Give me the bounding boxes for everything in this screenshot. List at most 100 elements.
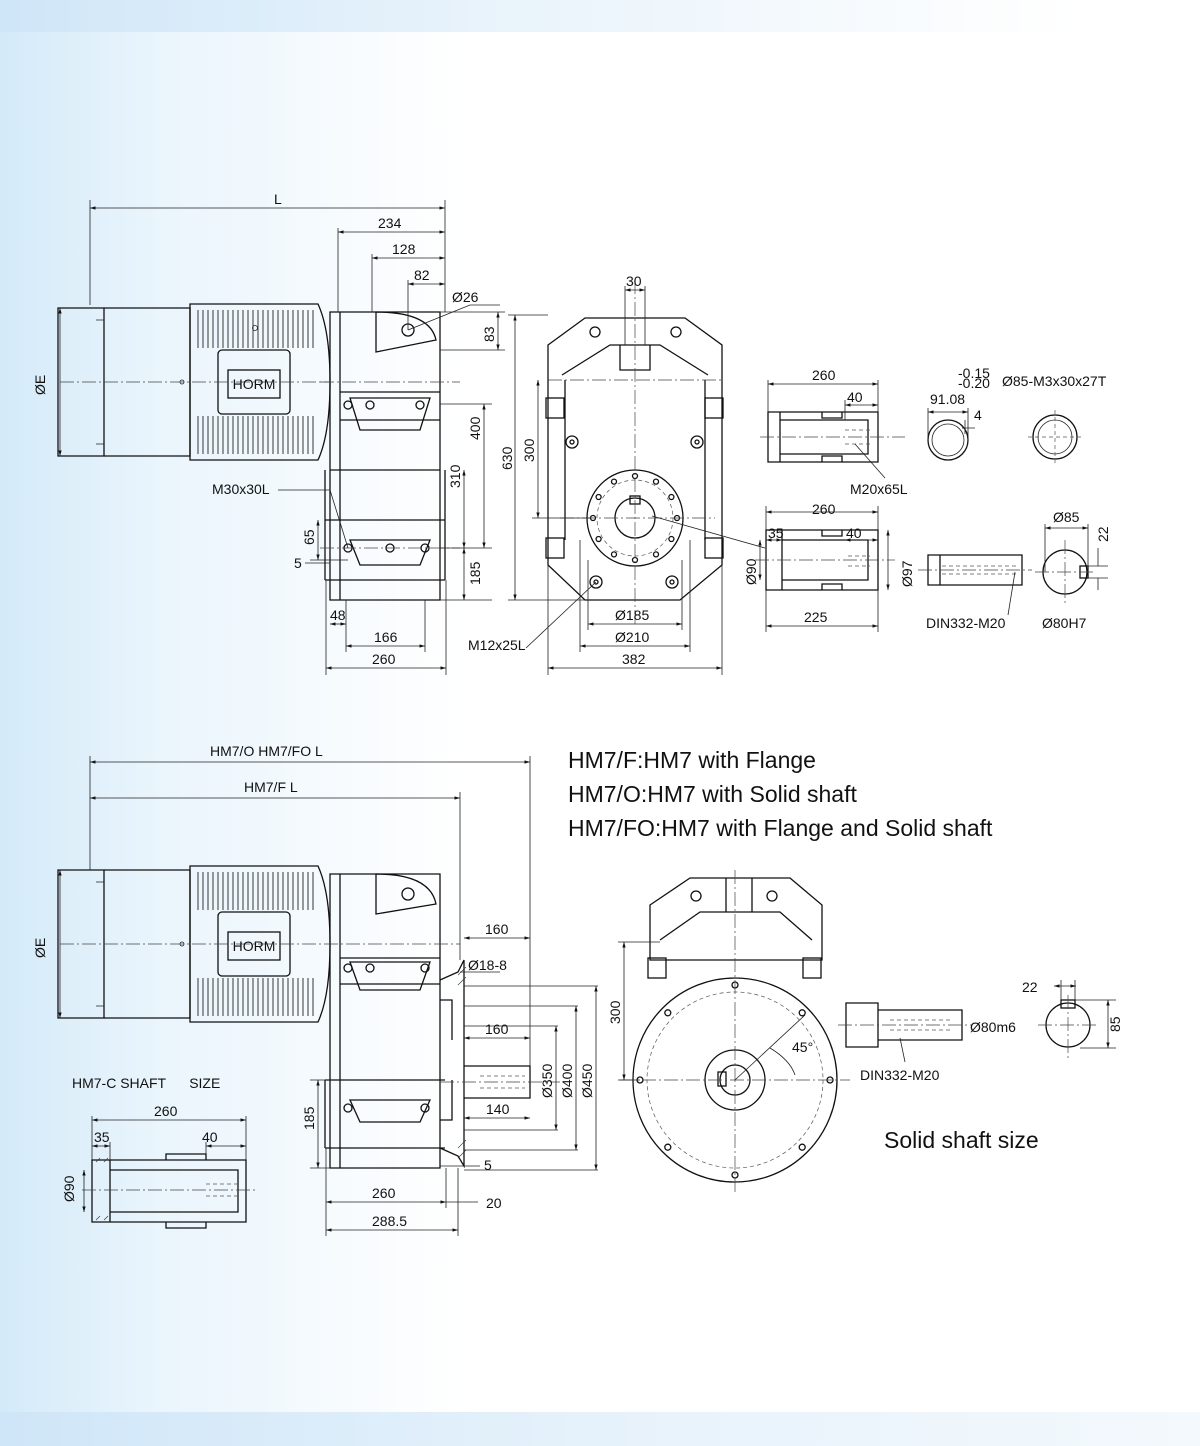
legend-line-2: HM7/O:HM7 with Solid shaft [568,781,857,807]
dim-dia-90: Ø90 [743,558,759,585]
dim-L: L [274,191,282,207]
top-front-view: 30 630 300 Ø185 Ø210 382 M12x25L [468,273,766,675]
legend-line-1: HM7/F:HM7 with Flange [568,747,816,773]
bolt-hole [664,1009,672,1017]
motor-brand-label: HORM [233,376,276,392]
left-gradient [0,32,460,1412]
dim-40-b: 40 [846,525,862,541]
dim-dia-E: ØE [32,375,48,395]
spline-spec: Ø85-M3x30x27T [1002,373,1107,389]
dim-166: 166 [374,629,398,645]
dim-160-b: 160 [485,1021,509,1037]
gearbox-top [60,311,460,601]
dim-260-b: 260 [812,501,836,517]
motor-nameplate [227,369,281,399]
dim-630: 630 [499,446,515,470]
dim-400: 400 [467,416,483,440]
dim-5: 5 [294,555,302,571]
din-332-bottom: DIN332-M20 [860,1067,940,1083]
flange-side-view: HM7/O HM7/FO L HM7/F L ØE 160 Ø18-8 160 … [32,743,598,1236]
c-shaft-title: HM7-C SHAFT SIZE [72,1075,220,1091]
dim-dia-85: Ø85 [1053,509,1080,525]
legend-line-3: HM7/FO:HM7 with Flange and Solid shaft [568,815,993,841]
dim-dia-185: Ø185 [615,607,649,623]
dim-L-o-fo: HM7/O HM7/FO L [210,743,323,759]
dim-260-a: 260 [812,367,836,383]
angle-45: 45° [792,1039,813,1055]
solid-shaft-caption: Solid shaft size [884,1127,1039,1153]
solid-shaft-detail: 22 85 Ø80m6 DIN332-M20 Solid shaft size [838,979,1123,1153]
top-side-view: L ØE 234 128 82 Ø26 83 400 310 185 65 5 … [32,191,505,675]
thread-m20: M20x65L [850,481,908,497]
motor-nameplate-b [227,931,281,961]
dim-4: 4 [974,407,982,423]
dim-dia-350: Ø350 [539,1064,555,1098]
dim-40-a: 40 [847,389,863,405]
dim-260: 260 [372,651,396,667]
tol-lower: -0.20 [958,375,990,391]
dim-35-b: 35 [94,1129,110,1145]
dim-dia-80h7: Ø80H7 [1042,615,1087,631]
dim-22: 22 [1095,526,1111,542]
dim-382: 382 [622,651,646,667]
dim-dia-450: Ø450 [579,1064,595,1098]
dim-260-c: 260 [372,1185,396,1201]
dim-dia-80m6: Ø80m6 [970,1019,1016,1035]
thread-m12: M12x25L [468,637,526,653]
dim-5-b: 5 [484,1157,492,1173]
dim-85-b: 85 [1107,1016,1123,1032]
dim-300: 300 [521,438,537,462]
din-332-top: DIN332-M20 [926,615,1006,631]
dim-234: 234 [378,215,402,231]
bolt-hole [798,1143,806,1151]
bolt-hole [798,1009,806,1017]
dim-140: 140 [486,1101,510,1117]
flange-front-view: 300 45° [607,870,850,1195]
bolt-hole [610,478,618,485]
dim-128: 128 [392,241,416,257]
dim-dia-26: Ø26 [452,289,479,305]
dim-260-d: 260 [154,1103,178,1119]
dim-dia-E-b: ØE [32,938,48,958]
c-shaft-detail: HM7-C SHAFT SIZE 260 35 40 Ø90 [61,1075,256,1229]
bolt-hole [610,551,618,558]
dim-L-f: HM7/F L [244,779,298,795]
dim-185: 185 [467,561,483,585]
dim-82: 82 [414,267,430,283]
dim-225: 225 [804,609,828,625]
top-band [0,0,1200,32]
top-dimensions [58,200,505,675]
model-legend: HM7/F:HM7 with Flange HM7/O:HM7 with Sol… [568,747,993,841]
dim-22-b: 22 [1022,979,1038,995]
dim-65: 65 [301,529,317,545]
bolt-hole [595,535,602,543]
hollow-shaft-details: 260 40 91.08 -0.15 -0.20 4 Ø85-M3x30x27T… [743,365,1111,632]
bolt-hole [652,478,660,485]
bolt-hole [595,493,602,501]
thread-m30: M30x30L [212,481,270,497]
dim-dia-210: Ø210 [615,629,649,645]
dim-300-b: 300 [607,1000,623,1024]
dim-40-c: 40 [202,1129,218,1145]
dim-310: 310 [447,464,463,488]
tol-upper: -0.15 [958,365,990,381]
motor-brand-label-b: HORM [233,938,276,954]
bolt-hole [664,1143,672,1151]
dim-185-b: 185 [301,1106,317,1130]
dim-83: 83 [481,326,497,342]
bottom-band [0,1412,1200,1446]
bolt-hole [668,535,675,543]
dim-dia-90-b: Ø90 [61,1175,77,1202]
bolt-hole [668,493,675,501]
dim-dia-97: Ø97 [899,560,915,587]
dim-dia-18-8: Ø18-8 [468,957,507,973]
dim-30: 30 [626,273,642,289]
dim-20: 20 [486,1195,502,1211]
dim-288-5: 288.5 [372,1213,407,1229]
dim-160: 160 [485,921,509,937]
dim-dia-400: Ø400 [559,1064,575,1098]
dim-35: 35 [768,525,784,541]
bolt-hole [652,551,660,558]
dim-91-08: 91.08 [930,391,965,407]
